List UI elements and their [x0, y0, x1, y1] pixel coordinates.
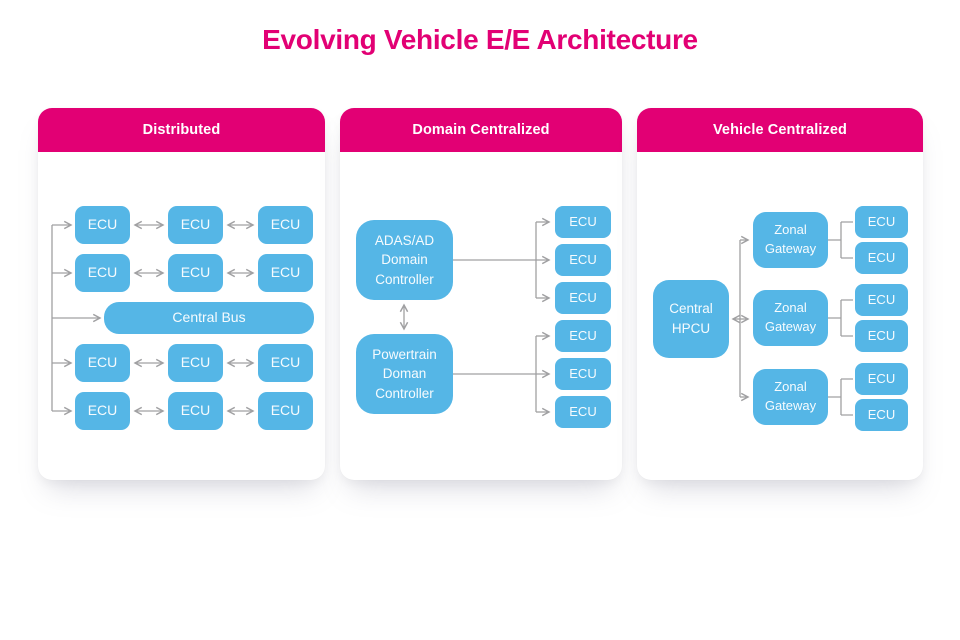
panel-distributed-header: Distributed	[38, 108, 325, 152]
ecu-node: ECU	[555, 206, 611, 238]
adas-domain-controller-node: ADAS/AD Domain Controller	[356, 220, 453, 300]
ecu-node: ECU	[168, 254, 223, 292]
ecu-node: ECU	[258, 392, 313, 430]
panel-domain-header: Domain Centralized	[340, 108, 622, 152]
central-bus-node: Central Bus	[104, 302, 314, 334]
ecu-node: ECU	[855, 320, 908, 352]
ecu-node: ECU	[168, 206, 223, 244]
zonal-gateway-node: Zonal Gateway	[753, 369, 828, 425]
page-title: Evolving Vehicle E/E Architecture	[262, 24, 698, 55]
ecu-node: ECU	[555, 396, 611, 428]
ecu-node: ECU	[258, 344, 313, 382]
ecu-node: ECU	[168, 344, 223, 382]
panel-vehicle-header: Vehicle Centralized	[637, 108, 923, 152]
powertrain-domain-controller-node: Powertrain Doman Controller	[356, 334, 453, 414]
ecu-node: ECU	[855, 242, 908, 274]
domain-connectors	[399, 217, 551, 417]
zonal-gateway-node: Zonal Gateway	[753, 290, 828, 346]
ecu-node: ECU	[75, 254, 130, 292]
panel-domain-title: Domain Centralized	[412, 122, 550, 138]
panel-distributed-title: Distributed	[142, 122, 221, 138]
ecu-node: ECU	[75, 206, 130, 244]
ecu-node: ECU	[555, 358, 611, 390]
ecu-node: ECU	[855, 363, 908, 395]
ecu-node: ECU	[258, 206, 313, 244]
central-hpcu-node: Central HPCU	[653, 280, 729, 358]
ecu-node: ECU	[75, 344, 130, 382]
zonal-gateway-node: Zonal Gateway	[753, 212, 828, 268]
ecu-node: ECU	[855, 206, 908, 238]
ecu-node: ECU	[168, 392, 223, 430]
panel-vehicle-title: Vehicle Centralized	[712, 122, 848, 138]
ecu-node: ECU	[75, 392, 130, 430]
ecu-node: ECU	[555, 320, 611, 352]
vehicle-connectors	[731, 221, 853, 416]
ecu-node: ECU	[555, 244, 611, 276]
distributed-connectors	[51, 220, 255, 416]
ecu-node: ECU	[258, 254, 313, 292]
ecu-node: ECU	[855, 399, 908, 431]
ecu-node: ECU	[555, 282, 611, 314]
ecu-node: ECU	[855, 284, 908, 316]
